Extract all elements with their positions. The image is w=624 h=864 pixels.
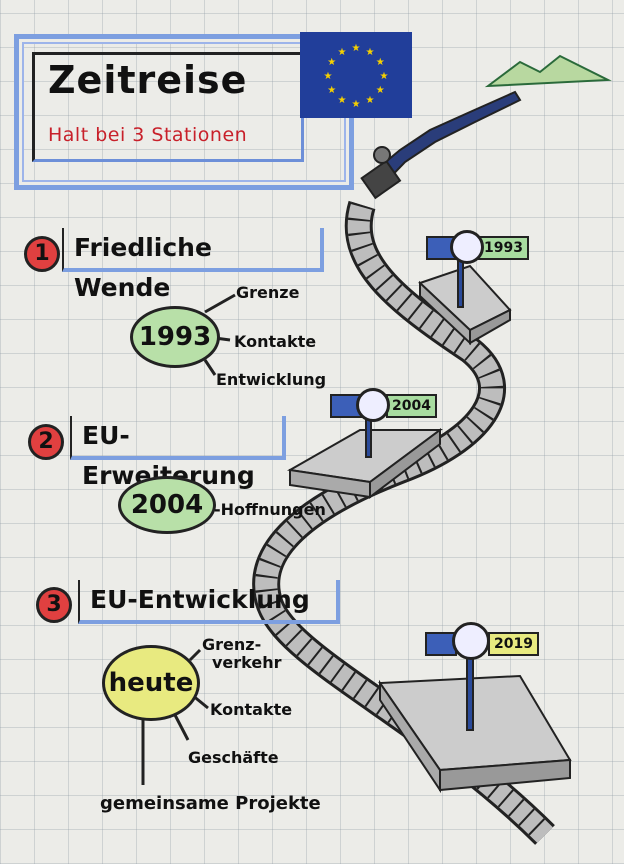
flag-star: ★ [352,43,361,54]
bubble-heute: heute [102,645,200,721]
label-kontakte: Kontakte [234,332,317,351]
label-grenz: Grenz- [202,635,262,654]
label-grenze: Grenze [236,283,300,302]
flag-star: ★ [338,47,347,58]
section-1-number: 1 [24,236,60,272]
train-icon [360,90,522,200]
label-hoffnungen: -Hoffnungen [214,500,326,519]
station-2004-sign: 2004 [386,394,437,418]
platform-1993 [418,254,512,346]
section-1-heading: Friedliche Wende [62,228,324,302]
section-2-heading: EU-Erweiterung [70,416,286,490]
flag-star: ★ [366,47,375,58]
flag-star: ★ [324,71,333,82]
flag-star: ★ [352,99,361,110]
station-1993-sign: 1993 [478,236,529,260]
section-3-heading: EU-Entwicklung [78,580,340,624]
clock-icon [356,388,390,422]
page-subtitle: Halt bei 3 Stationen [48,124,248,146]
mountains-icon [484,54,612,88]
flag-star: ★ [327,57,336,68]
label-entwicklung: Entwicklung [216,370,327,389]
label-hoffnungen-text: Hoffnungen [220,500,326,519]
flag-star: ★ [376,57,385,68]
label-verkehr: verkehr [212,653,282,672]
label-gemeinsame-projekte: gemeinsame Projekte [100,793,321,814]
flag-star: ★ [366,95,375,106]
platform-2019 [378,651,572,794]
bubble-2004: 2004 [118,476,216,534]
bubble-1993: 1993 [130,306,220,368]
section-3-number: 3 [36,587,72,623]
label-geschaefte: Geschäfte [188,748,279,767]
section-2-number: 2 [28,424,64,460]
flag-star: ★ [327,85,336,96]
clock-icon [450,230,484,264]
station-2019-sign: 2019 [488,632,539,656]
flag-star: ★ [338,95,347,106]
clock-icon [452,622,490,660]
flag-star: ★ [376,85,385,96]
page-title: Zeitreise [48,58,248,102]
eu-flag: ★★★★★★★★★★★★ [300,32,412,118]
platform-2004 [287,411,444,500]
flag-star: ★ [380,71,389,82]
label-kontakte-3: Kontakte [210,700,293,719]
